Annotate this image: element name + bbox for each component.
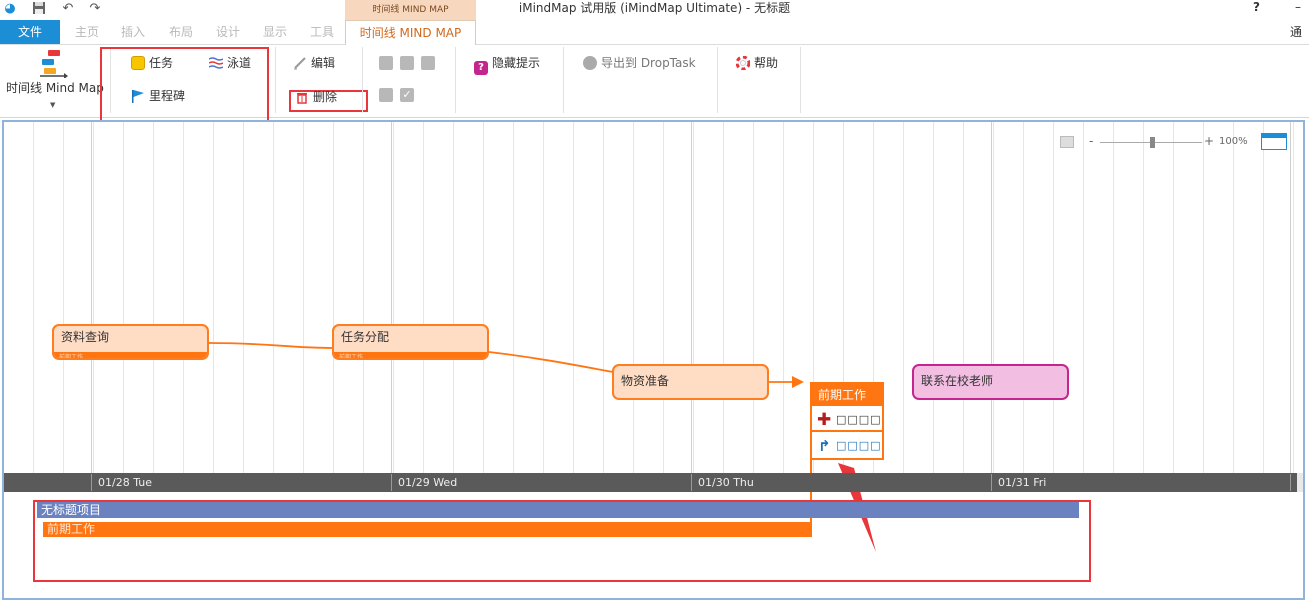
swimlane-label: 泳道: [227, 56, 252, 70]
edit-label: 编辑: [311, 56, 336, 70]
date-axis: [4, 473, 1303, 492]
save-icon[interactable]: [31, 1, 47, 17]
day-divider: [391, 122, 392, 473]
canvas-grid: [4, 122, 1303, 473]
gantt-project-bar[interactable]: 无标题项目: [37, 502, 1079, 518]
swimlane-icon: [208, 56, 224, 70]
title-bar: [0, 0, 1309, 20]
question-icon: ?: [474, 61, 488, 75]
node-title: 联系在校老师: [921, 374, 994, 388]
zoom-level: 100%: [1219, 136, 1248, 147]
scrollbar[interactable]: [1297, 473, 1303, 492]
fit-view-icon[interactable]: [1060, 136, 1074, 148]
ribbon-separator: [455, 47, 456, 113]
ribbon: [0, 45, 1309, 118]
format-square-icon[interactable]: [400, 56, 414, 70]
zoom-slider-handle[interactable]: [1150, 137, 1155, 148]
tab-tools[interactable]: 工具: [310, 25, 335, 39]
ribbon-separator: [717, 47, 718, 113]
tab-row: [0, 20, 1309, 45]
panel-toggle-icon[interactable]: [1261, 133, 1287, 150]
export-droptask-button[interactable]: 导出到 DropTask: [583, 54, 696, 72]
format-square-icon[interactable]: [421, 56, 435, 70]
link-label: □□□□: [836, 439, 882, 452]
swimlane-button[interactable]: 泳道: [208, 54, 252, 72]
droptask-icon: [583, 56, 597, 70]
node-title: 任务分配: [341, 330, 390, 344]
tab-layout[interactable]: 布局: [169, 25, 194, 39]
minimize-button[interactable]: –: [1295, 0, 1301, 14]
date-label: 01/28 Tue: [91, 474, 152, 491]
node-subtitle: 前期工作: [54, 352, 207, 358]
task-icon: [131, 56, 145, 70]
timeline-node-supplies[interactable]: 物资准备: [612, 364, 769, 400]
day-divider: [91, 122, 92, 473]
timeline-node-contact-teachers[interactable]: 联系在校老师: [912, 364, 1069, 400]
tab-view[interactable]: 显示: [263, 25, 288, 39]
timeline-mindmap-icon: [38, 48, 68, 79]
redo-icon[interactable]: ↷: [89, 1, 101, 16]
hide-tips-label: 隐藏提示: [492, 56, 541, 70]
tab-design[interactable]: 设计: [216, 25, 241, 39]
timeline-mindmap-button[interactable]: 时间线 Mind Map: [6, 81, 104, 95]
tab-timeline-mindmap[interactable]: 时间线 MIND MAP: [345, 20, 476, 45]
ribbon-separator: [362, 47, 363, 113]
lifebuoy-icon: [735, 55, 751, 71]
ribbon-separator: [563, 47, 564, 113]
gantt-task-bar[interactable]: 前期工作: [43, 522, 811, 537]
add-subtask-row[interactable]: ✚ □□□□: [812, 408, 882, 432]
node-title: 资料查询: [61, 330, 110, 344]
pencil-icon: [293, 56, 307, 70]
node-title: 物资准备: [621, 374, 670, 388]
tab-insert[interactable]: 插入: [121, 25, 146, 39]
date-divider: [1290, 474, 1291, 491]
milestone-button[interactable]: 里程碑: [131, 87, 185, 105]
hide-tips-button[interactable]: ? 隐藏提示: [474, 54, 541, 75]
day-divider: [1290, 122, 1291, 473]
tab-file[interactable]: 文件: [0, 20, 60, 44]
export-droptask-label: 导出到 DropTask: [601, 56, 696, 70]
task-button[interactable]: 任务: [131, 54, 173, 72]
task-group-title: 前期工作: [812, 384, 882, 406]
arrow-icon: ↱: [818, 437, 832, 455]
tab-home[interactable]: 主页: [75, 25, 100, 39]
node-subtitle: 前期工作: [334, 352, 487, 358]
chevron-down-icon[interactable]: ▼: [50, 101, 56, 109]
checkbox-icon[interactable]: ✓: [400, 88, 414, 102]
app-logo-icon: ◕: [4, 1, 16, 16]
format-square-icon[interactable]: [379, 56, 393, 70]
milestone-label: 里程碑: [149, 89, 186, 103]
delete-label: 删除: [313, 90, 338, 104]
help-ribbon-button[interactable]: 帮助: [735, 54, 779, 72]
edit-button[interactable]: 编辑: [293, 54, 335, 72]
zoom-in-button[interactable]: +: [1204, 134, 1215, 148]
add-subtask-label: □□□□: [836, 413, 882, 426]
help-label: 帮助: [754, 56, 779, 70]
format-square-icon[interactable]: [379, 88, 393, 102]
zoom-out-button[interactable]: -: [1089, 134, 1094, 148]
undo-icon[interactable]: ↶: [62, 1, 74, 16]
help-button[interactable]: ?: [1253, 0, 1260, 14]
day-divider: [991, 122, 992, 473]
date-label: 01/30 Thu: [691, 474, 754, 491]
date-label: 01/31 Fri: [991, 474, 1046, 491]
timeline-node-research[interactable]: 资料查询 前期工作: [52, 324, 209, 360]
context-tab-label: 时间线 MIND MAP: [345, 0, 476, 20]
flag-icon: [131, 89, 145, 103]
timeline-node-assign[interactable]: 任务分配 前期工作: [332, 324, 489, 360]
highlight-box-delete: [289, 90, 368, 112]
date-label: 01/29 Wed: [391, 474, 457, 491]
delete-button[interactable]: 删除: [295, 88, 337, 106]
ribbon-separator: [110, 47, 111, 113]
day-divider: [691, 122, 692, 473]
plus-icon: ✚: [817, 410, 833, 430]
task-label: 任务: [149, 56, 174, 70]
ribbon-separator: [275, 47, 276, 113]
ribbon-separator: [800, 47, 801, 113]
trash-icon: [295, 90, 309, 104]
highlight-box-gantt: [33, 500, 1091, 582]
link-row[interactable]: ↱ □□□□: [812, 434, 882, 458]
